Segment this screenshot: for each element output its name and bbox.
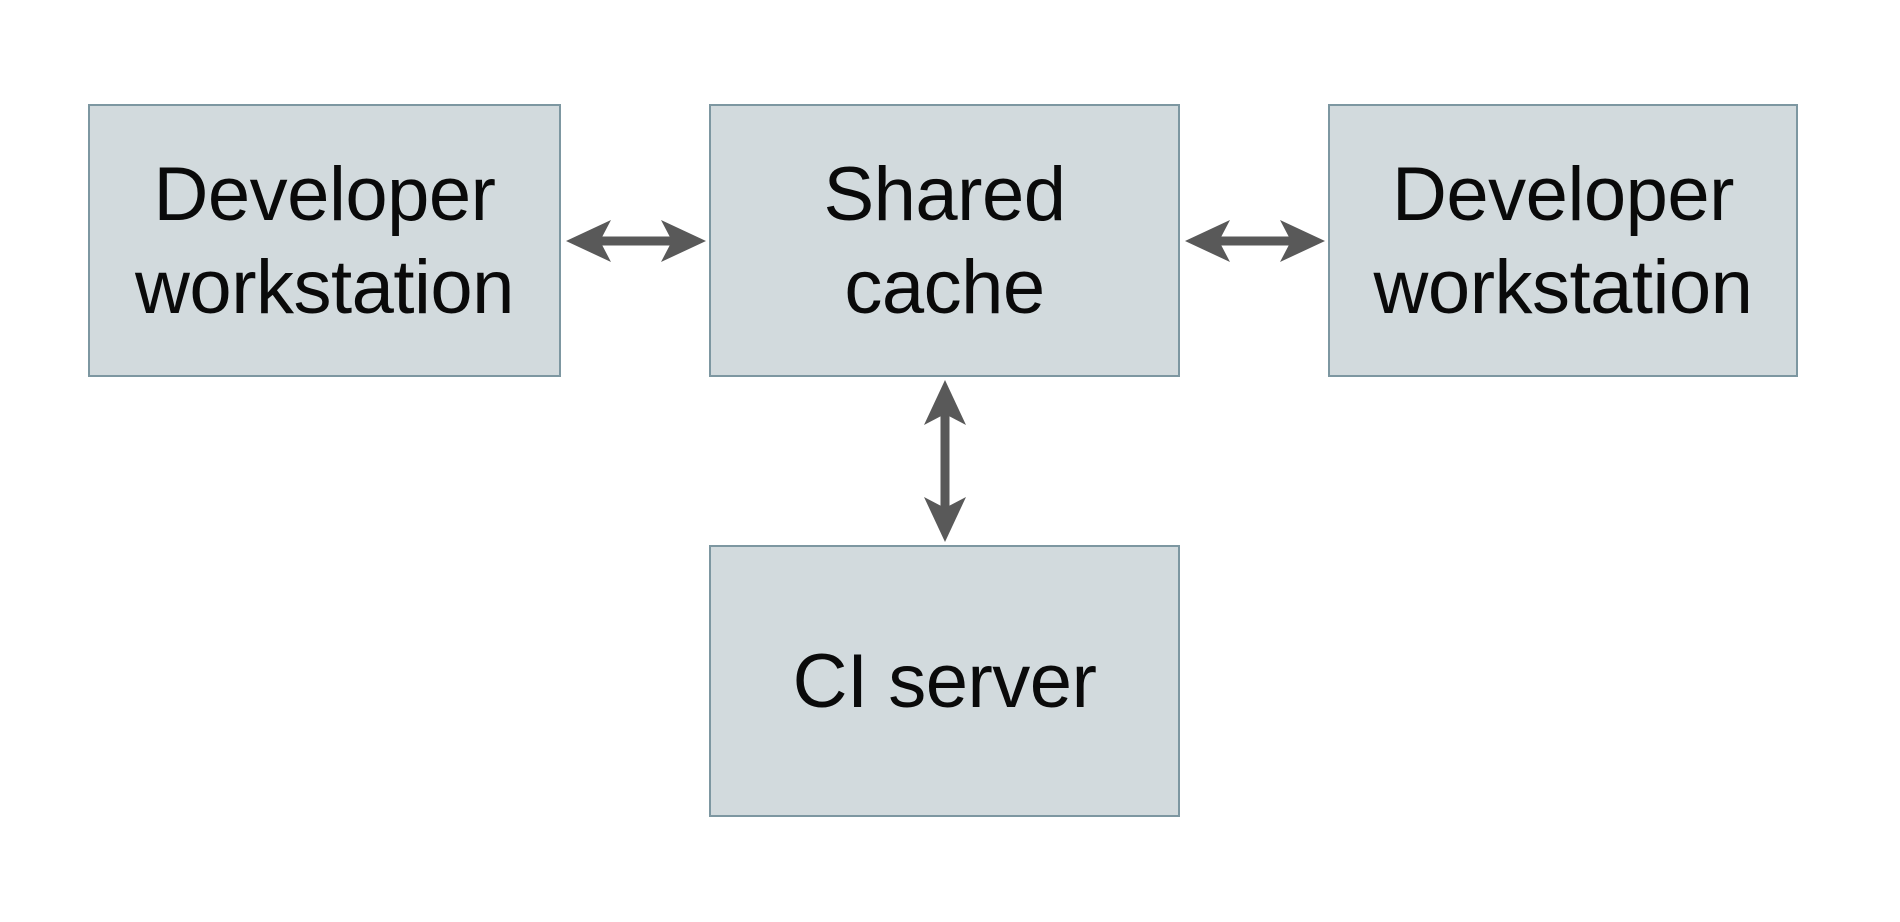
node-label: Shared	[823, 151, 1066, 237]
node-shared-cache: Shared cache	[709, 104, 1180, 377]
node-label: workstation	[1373, 244, 1753, 330]
node-label: CI server	[792, 638, 1097, 724]
node-label: Developer	[153, 151, 496, 237]
node-developer-workstation-left: Developer workstation	[88, 104, 561, 377]
bidirectional-arrow-cache-to-ci-server	[921, 379, 969, 543]
node-label: cache	[844, 244, 1045, 330]
bidirectional-arrow-cache-to-workstation-right	[1184, 217, 1326, 265]
bidirectional-arrow-workstation-left-to-cache	[565, 217, 707, 265]
node-label: Developer	[1392, 151, 1734, 237]
node-label: workstation	[135, 244, 514, 330]
node-ci-server: CI server	[709, 545, 1180, 817]
node-developer-workstation-right: Developer workstation	[1328, 104, 1798, 377]
